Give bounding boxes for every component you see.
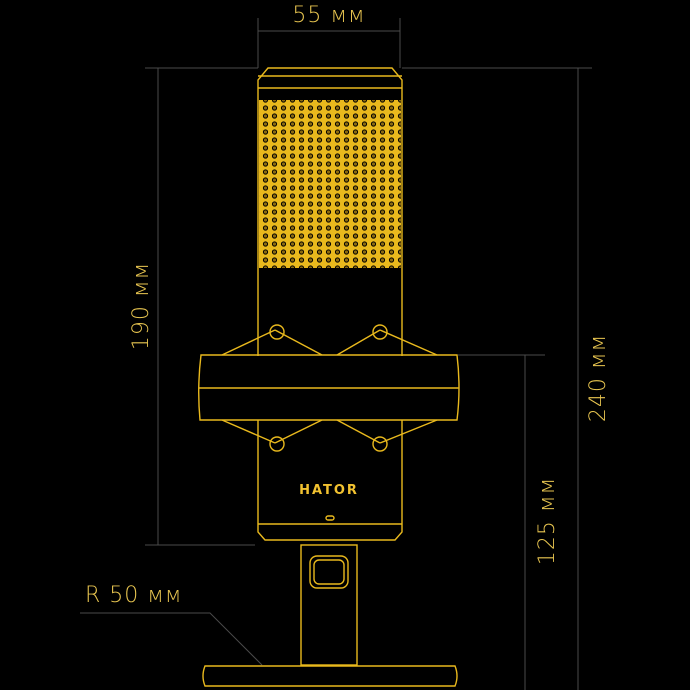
- stand: [202, 544, 458, 687]
- led-indicator: [325, 515, 335, 521]
- total-height-label: 240 мм: [586, 334, 611, 422]
- mesh-grille: [259, 100, 401, 268]
- width-label: 55 мм: [292, 3, 365, 28]
- brand-logo: HATOR: [299, 483, 359, 498]
- base-radius-label: R 50 мм: [85, 583, 182, 608]
- mount-height-label: 125 мм: [535, 477, 560, 565]
- shock-mount: [198, 324, 460, 452]
- body-height-label: 190 мм: [129, 262, 154, 350]
- cable-connector: [309, 555, 349, 589]
- microphone-body: HATOR: [257, 67, 403, 541]
- dimension-lines: [80, 18, 592, 690]
- stand-base: [202, 665, 458, 687]
- mount-clips: [269, 324, 388, 452]
